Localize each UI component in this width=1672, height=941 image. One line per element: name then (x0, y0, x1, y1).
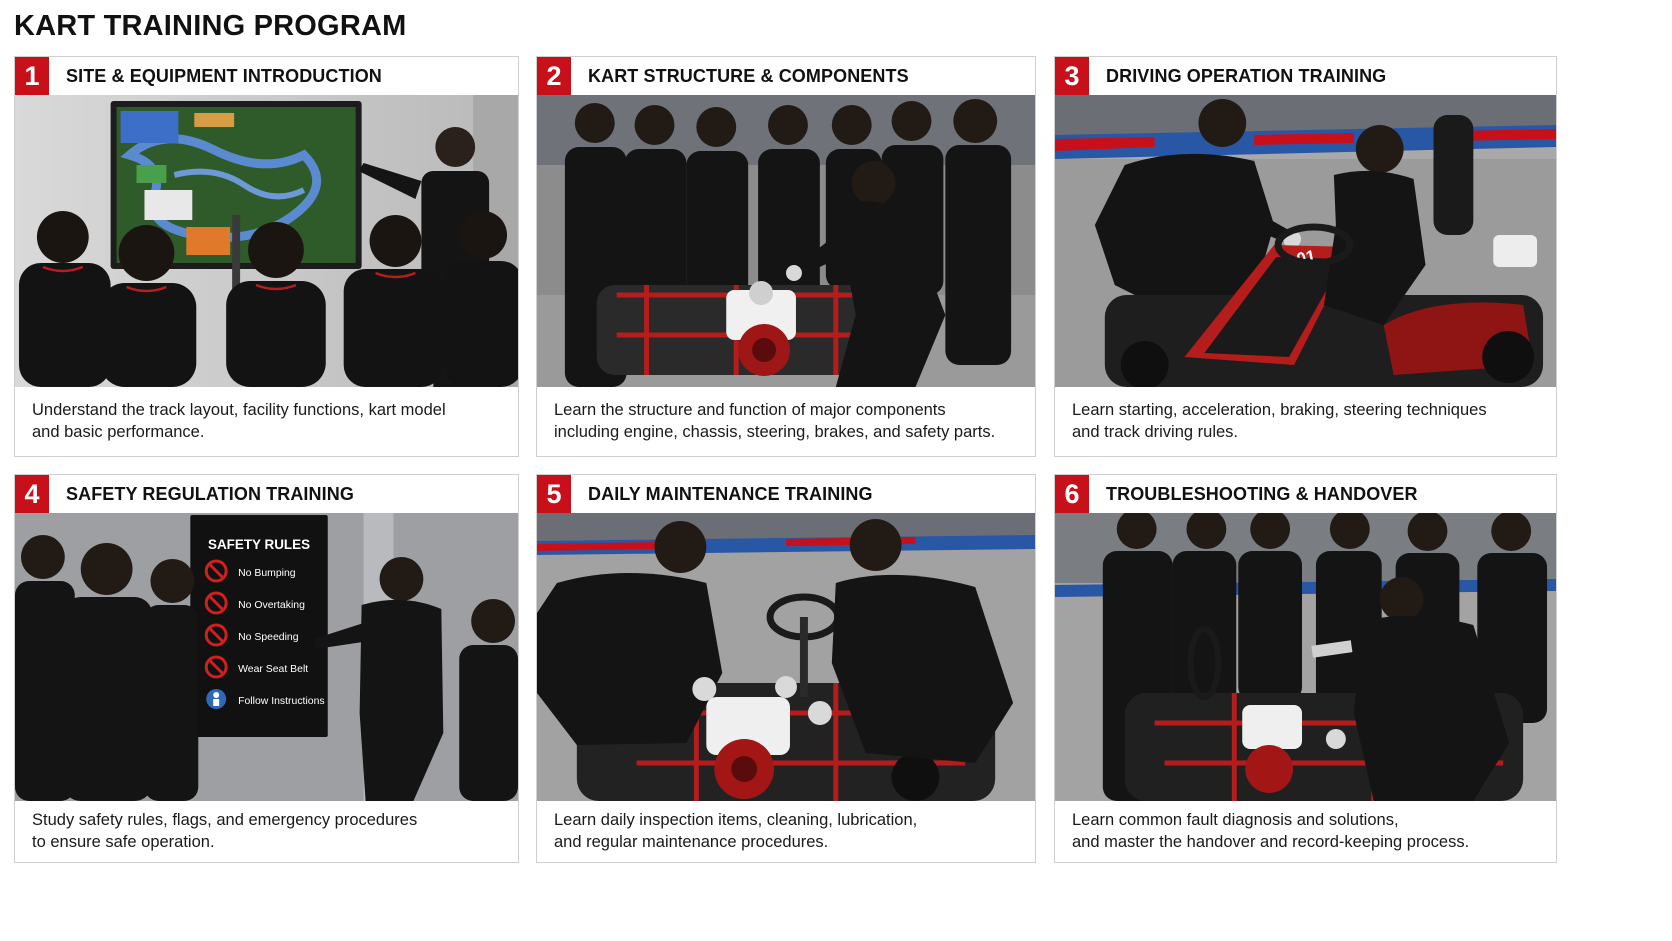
step-number-badge: 2 (537, 57, 571, 95)
training-card-daily-maintenance: 5 DAILY MAINTENANCE TRAINING (536, 474, 1036, 863)
card-header: 3 DRIVING OPERATION TRAINING (1055, 57, 1556, 95)
step-number-badge: 3 (1055, 57, 1089, 95)
card-header: 6 TROUBLESHOOTING & HANDOVER (1055, 475, 1556, 513)
card-title: DAILY MAINTENANCE TRAINING (588, 483, 873, 504)
card-description: Learn daily inspection items, cleaning, … (554, 811, 918, 851)
card-title: DRIVING OPERATION TRAINING (1106, 65, 1387, 86)
card-header: 4 SAFETY REGULATION TRAINING (15, 475, 518, 513)
training-card-site-equipment: 1 SITE & EQUIPMENT INTRODUCTION (14, 56, 519, 457)
red-kart: 01 (1104, 245, 1544, 387)
no-symbol-icon (204, 623, 228, 647)
driving-operation-illustration: 01 (1055, 95, 1556, 387)
rule-label: No Bumping (238, 568, 296, 579)
page-title: KART TRAINING PROGRAM (14, 10, 407, 42)
step-number-badge: 5 (537, 475, 571, 513)
rule-label: Wear Seat Belt (238, 664, 308, 675)
training-card-driving-operation: 3 DRIVING OPERATION TRAINING 01 (1054, 56, 1557, 457)
daily-maintenance-illustration (537, 513, 1035, 801)
rule-label: No Speeding (238, 632, 299, 643)
training-card-kart-structure: 2 KART STRUCTURE & COMPONENTS (536, 56, 1036, 457)
safety-rules-sign: SAFETY RULES No Bumping No Overtaking No… (190, 515, 328, 737)
card-description: Understand the track layout, facility fu… (32, 401, 446, 441)
sign-title: SAFETY RULES (208, 537, 310, 552)
safety-regulation-illustration: SAFETY RULES No Bumping No Overtaking No… (15, 513, 518, 801)
card-title: TROUBLESHOOTING & HANDOVER (1106, 483, 1418, 504)
training-photo (537, 513, 1035, 801)
card-header: 5 DAILY MAINTENANCE TRAINING (537, 475, 1035, 513)
kart-chassis (596, 281, 926, 376)
card-description: Learn common fault diagnosis and solutio… (1072, 811, 1470, 851)
training-card-safety-regulation: 4 SAFETY REGULATION TRAINING SAFETY RULE… (14, 474, 519, 863)
rule-label: Follow Instructions (238, 696, 325, 707)
step-number-badge: 1 (15, 57, 49, 95)
training-photo (537, 95, 1035, 387)
card-header: 2 KART STRUCTURE & COMPONENTS (537, 57, 1035, 95)
step-number-badge: 4 (15, 475, 49, 513)
card-description: Learn starting, acceleration, braking, s… (1072, 401, 1487, 441)
no-symbol-icon (204, 559, 228, 583)
training-card-troubleshooting-handover: 6 TROUBLESHOOTING & HANDOVER (1054, 474, 1557, 863)
card-title: KART STRUCTURE & COMPONENTS (588, 65, 909, 86)
training-photo (15, 95, 518, 387)
card-title: SITE & EQUIPMENT INTRODUCTION (66, 65, 382, 86)
rule-label: No Overtaking (238, 600, 305, 611)
step-number-badge: 6 (1055, 475, 1089, 513)
training-photo: 01 (1055, 95, 1556, 387)
no-symbol-icon (204, 655, 228, 679)
site-introduction-illustration (15, 95, 518, 387)
troubleshooting-illustration (1055, 513, 1556, 801)
card-description: Learn the structure and function of majo… (554, 401, 996, 441)
card-description: Study safety rules, flags, and emergency… (32, 811, 418, 851)
no-symbol-icon (204, 591, 228, 615)
card-header: 1 SITE & EQUIPMENT INTRODUCTION (15, 57, 518, 95)
card-title: SAFETY REGULATION TRAINING (66, 483, 354, 504)
kart-structure-illustration (537, 95, 1035, 387)
training-photo (1055, 513, 1556, 801)
person-info-icon (206, 689, 227, 709)
training-photo: SAFETY RULES No Bumping No Overtaking No… (15, 513, 518, 801)
